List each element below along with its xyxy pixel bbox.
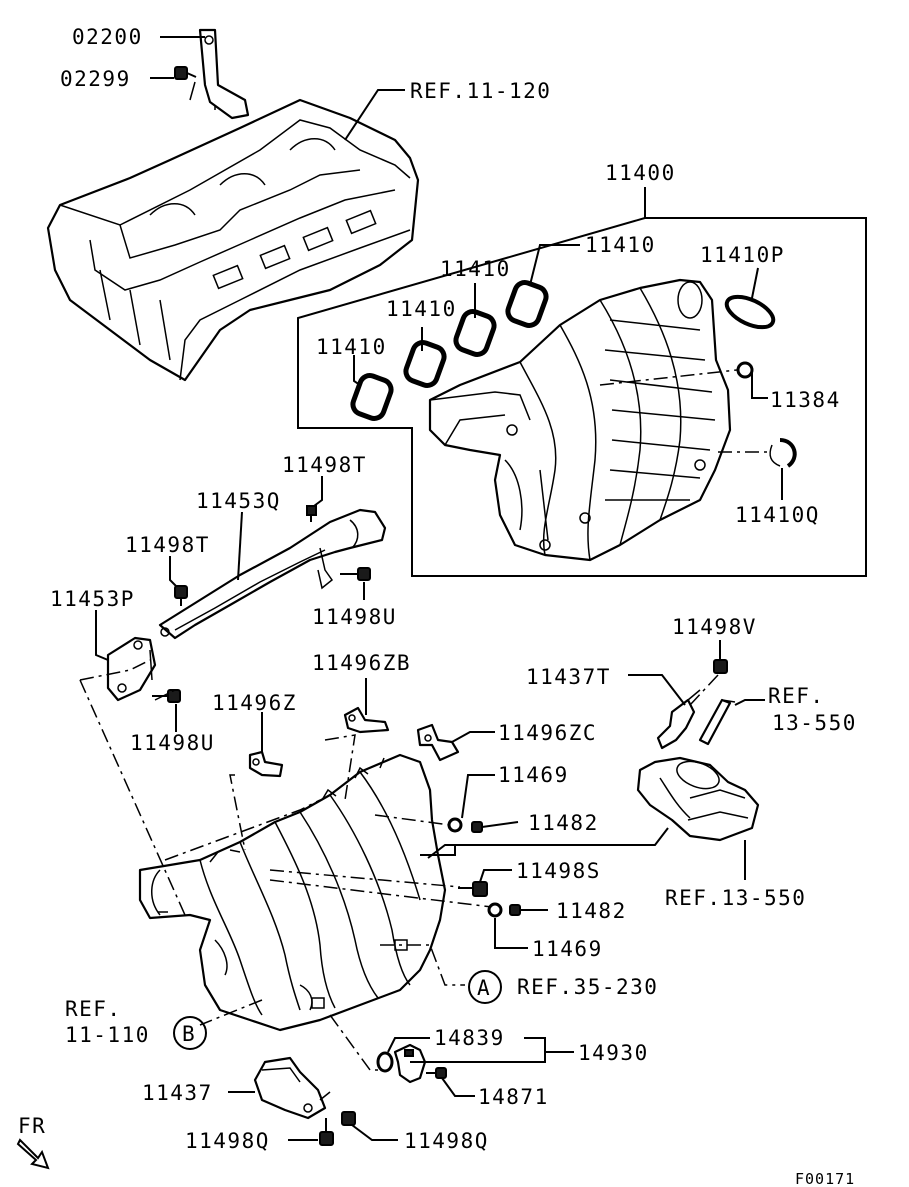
bolt-11498U-left [152, 689, 181, 703]
ref-13-550-a-line1: REF. [768, 684, 825, 708]
label-14871: 14871 [478, 1085, 549, 1109]
ref-13-550-b: REF.13-550 [665, 886, 806, 910]
label-fr: FR [18, 1114, 46, 1138]
washer-11469-bottom [487, 902, 503, 918]
kit-box-11400 [297, 187, 867, 577]
label-11498V: 11498V [672, 615, 757, 639]
gasket-11410 [350, 280, 549, 421]
bracket-11437 [253, 1056, 327, 1120]
pipe-ref-13-550-a [698, 698, 736, 746]
screw-14871 [426, 1067, 447, 1079]
label-11453Q: 11453Q [196, 489, 281, 513]
fr-arrow-icon [16, 1138, 50, 1170]
label-11469-top: 11469 [498, 763, 569, 787]
air-duct-ref-13-550 [636, 756, 760, 842]
intake-manifold-lower [138, 753, 447, 1032]
o-ring-14839 [376, 1051, 394, 1073]
callout-circle-b [173, 1016, 207, 1050]
label-02299: 02299 [60, 67, 131, 91]
ref-35-230: REF.35-230 [517, 975, 658, 999]
label-14839: 14839 [434, 1026, 505, 1050]
label-11400: 11400 [605, 161, 676, 185]
sensor-14930 [393, 1043, 427, 1084]
label-11482-top: 11482 [528, 811, 599, 835]
label-11482-bottom: 11482 [556, 899, 627, 923]
label-11410-b: 11410 [386, 297, 457, 321]
label-circle-a: A [477, 976, 491, 1000]
cylinder-head-drawing [46, 75, 420, 382]
o-ring-11410P [724, 294, 776, 330]
bolt-11498Q-left [319, 1118, 334, 1146]
nut-11482-bottom [509, 904, 521, 916]
bolt-11498T-left [174, 585, 188, 606]
label-11498Q-left: 11498Q [185, 1129, 270, 1153]
label-11498T-top: 11498T [282, 453, 367, 477]
washer-11469-top [447, 817, 463, 833]
label-11498T-left: 11498T [125, 533, 210, 557]
seal-11410Q [779, 438, 797, 468]
clamp-11496ZB [343, 706, 390, 734]
label-11453P: 11453P [50, 587, 135, 611]
label-11410-c: 11410 [440, 257, 511, 281]
bolt-11498T-top [306, 505, 317, 522]
plug-11384 [736, 361, 754, 379]
bolt-11498U-right [340, 567, 371, 581]
label-11496ZB: 11496ZB [312, 651, 411, 675]
label-14930: 14930 [578, 1041, 649, 1065]
label-11498S: 11498S [516, 859, 601, 883]
nut-11482-top [471, 821, 483, 833]
label-11410P: 11410P [700, 243, 785, 267]
bracket-11453P [106, 636, 157, 702]
clamp-11496Z [248, 750, 284, 778]
callout-circle-a [468, 970, 502, 1004]
figure-code: F00171 [795, 1170, 855, 1187]
ref-11-110-line2: 11-110 [65, 1023, 150, 1047]
label-circle-b: B [182, 1022, 196, 1046]
intake-manifold-11400 [428, 278, 732, 562]
label-02200: 02200 [72, 25, 143, 49]
label-11410-d: 11410 [585, 233, 656, 257]
label-11496ZC: 11496ZC [498, 721, 597, 745]
label-11384: 11384 [770, 388, 841, 412]
bolt-02299 [174, 66, 197, 80]
label-11410Q: 11410Q [735, 503, 820, 527]
bolt-11498V [713, 659, 728, 674]
heat-shield-11453Q [158, 508, 387, 640]
label-11437: 11437 [142, 1081, 213, 1105]
label-11469-bottom: 11469 [532, 937, 603, 961]
label-11498Q-right: 11498Q [404, 1129, 489, 1153]
label-11410-a: 11410 [316, 335, 387, 359]
ref-13-550-a-line2: 13-550 [772, 711, 857, 735]
ref-11-110-line1: REF. [65, 997, 122, 1021]
label-11498U-right: 11498U [312, 605, 397, 629]
label-11437T: 11437T [526, 665, 611, 689]
bolt-11498S [458, 881, 488, 897]
label-11498U-left: 11498U [130, 731, 215, 755]
bracket-02200 [198, 28, 250, 120]
ref-11-120: REF.11-120 [410, 79, 551, 103]
label-11496Z: 11496Z [212, 691, 297, 715]
clamp-11496ZC [416, 723, 460, 762]
bolt-11498Q-right [341, 1111, 356, 1126]
